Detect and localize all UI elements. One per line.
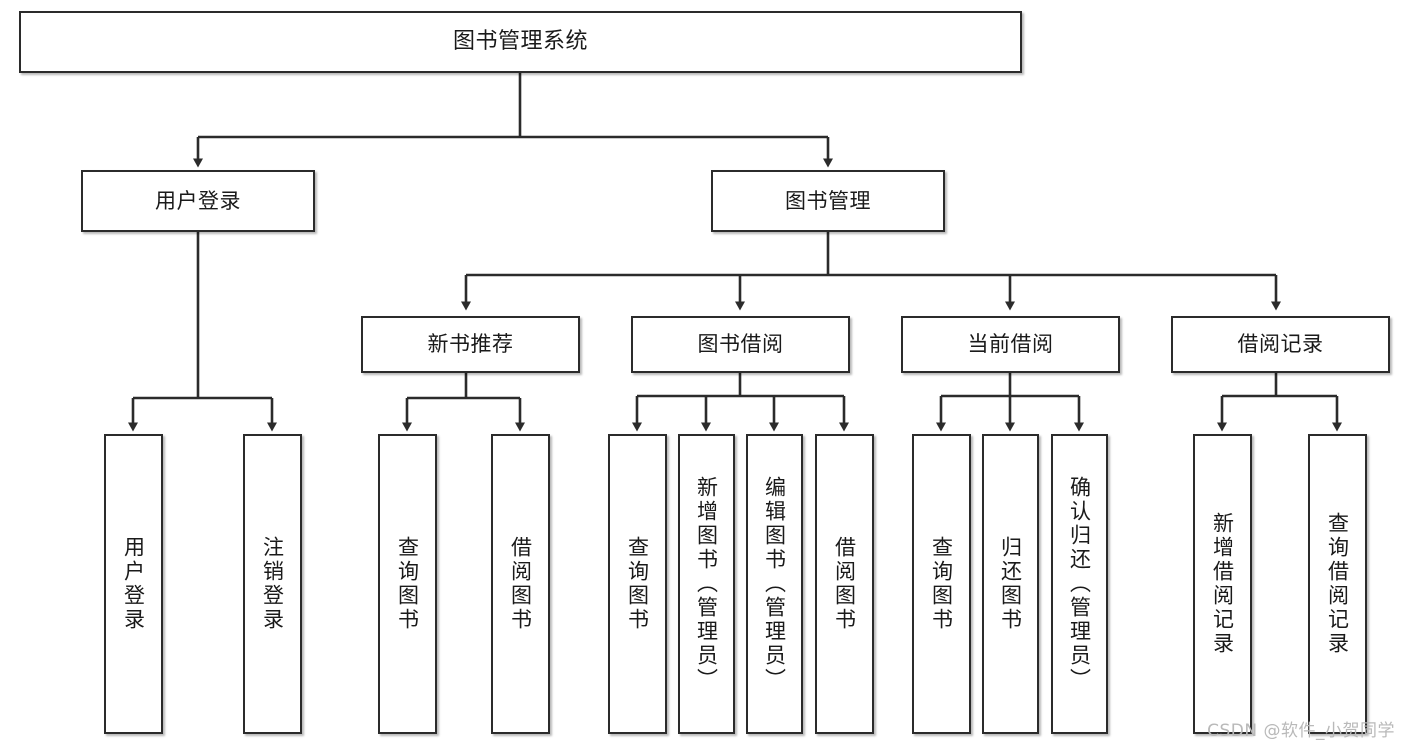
- node-label: 查询图书: [625, 536, 650, 632]
- leaf-add-borrow-record[interactable]: 新增借阅记录: [1193, 434, 1252, 734]
- leaf-query-book-3[interactable]: 查询图书: [912, 434, 971, 734]
- leaf-logout-login[interactable]: 注销登录: [243, 434, 302, 734]
- node-label: 注销登录: [260, 536, 285, 632]
- node-label: 查询图书: [929, 536, 954, 632]
- node-label: 查询图书: [395, 536, 420, 632]
- csdn-watermark: CSDN @软件_小贺同学: [1207, 721, 1395, 741]
- node-label: 借阅记录: [1237, 332, 1324, 357]
- node-label: 归还图书: [998, 536, 1023, 632]
- leaf-query-book-1[interactable]: 查询图书: [378, 434, 437, 734]
- node-label: 借阅图书: [832, 536, 857, 632]
- leaf-edit-book[interactable]: 编辑图书（管理员）: [746, 434, 803, 734]
- leaf-return-book[interactable]: 归还图书: [982, 434, 1039, 734]
- leaf-borrow-book-2[interactable]: 借阅图书: [815, 434, 874, 734]
- node-label: 图书管理: [785, 188, 871, 213]
- node-borrow-record[interactable]: 借阅记录: [1171, 316, 1390, 373]
- node-label: 新书推荐: [427, 332, 514, 357]
- node-book-management-system[interactable]: 图书管理系统: [19, 11, 1022, 73]
- leaf-user-login[interactable]: 用户登录: [104, 434, 163, 734]
- leaf-borrow-book-1[interactable]: 借阅图书: [491, 434, 550, 734]
- leaf-query-book-2[interactable]: 查询图书: [608, 434, 667, 734]
- node-label: 新增图书（管理员）: [694, 476, 719, 692]
- leaf-add-book[interactable]: 新增图书（管理员）: [678, 434, 735, 734]
- node-current-borrow[interactable]: 当前借阅: [901, 316, 1120, 373]
- node-label: 当前借阅: [967, 332, 1054, 357]
- node-label: 用户登录: [121, 536, 146, 632]
- node-book-manage[interactable]: 图书管理: [711, 170, 945, 232]
- node-label: 图书借阅: [697, 332, 784, 357]
- node-label: 新增借阅记录: [1210, 512, 1235, 656]
- leaf-confirm-return[interactable]: 确认归还（管理员）: [1051, 434, 1108, 734]
- node-user-login[interactable]: 用户登录: [81, 170, 315, 232]
- node-new-book-recommend[interactable]: 新书推荐: [361, 316, 580, 373]
- node-label: 查询借阅记录: [1325, 512, 1350, 656]
- node-label: 借阅图书: [508, 536, 533, 632]
- node-label: 确认归还（管理员）: [1067, 476, 1092, 692]
- node-label: 图书管理系统: [452, 29, 588, 55]
- node-label: 编辑图书（管理员）: [762, 476, 787, 692]
- node-book-borrow[interactable]: 图书借阅: [631, 316, 850, 373]
- node-label: 用户登录: [155, 188, 241, 213]
- leaf-query-borrow-record[interactable]: 查询借阅记录: [1308, 434, 1367, 734]
